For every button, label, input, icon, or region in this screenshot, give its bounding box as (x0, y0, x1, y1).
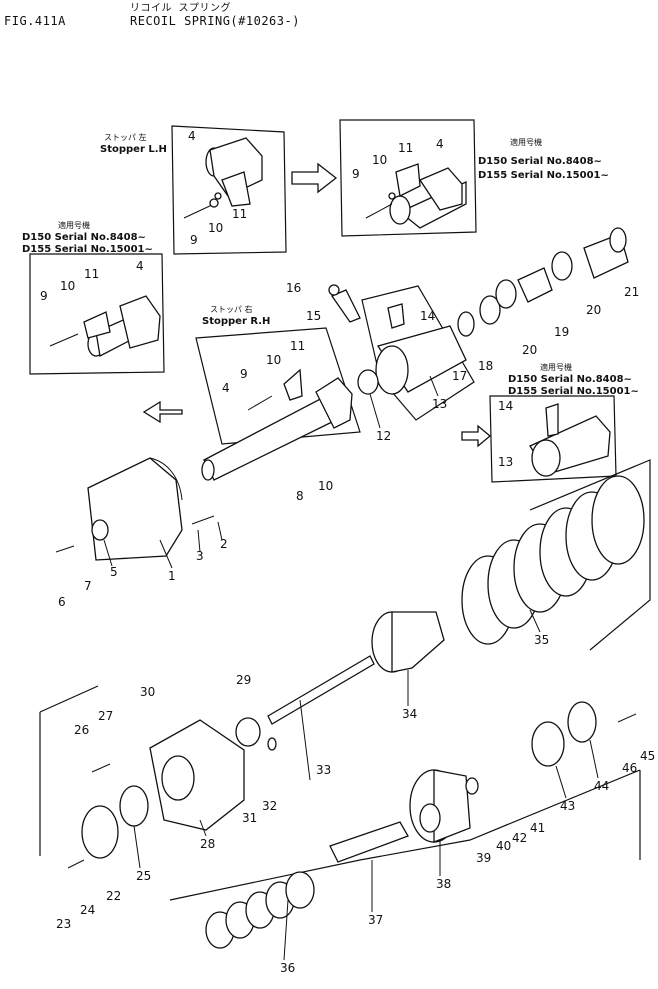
part-label-9d: 9 (240, 367, 248, 381)
part-label-25: 25 (136, 869, 151, 883)
part-label-40: 40 (496, 839, 511, 853)
piston-and-rod (235, 611, 445, 751)
inner-spring (205, 871, 315, 949)
part-label-14a: 14 (420, 309, 435, 323)
part-label-46: 46 (622, 761, 637, 775)
part-label-1: 1 (168, 569, 176, 583)
part-label-21: 21 (624, 285, 639, 299)
stopper-lh-label: Stopper L.H (100, 144, 167, 155)
part-label-32: 32 (262, 799, 277, 813)
part-label-4b: 4 (436, 137, 444, 151)
leader-lines (103, 375, 599, 961)
part-label-5: 5 (110, 565, 118, 579)
part-label-43: 43 (560, 799, 575, 813)
part-label-13b: 13 (498, 455, 513, 469)
figure-title: RECOIL SPRING(#10263-) (130, 14, 300, 28)
serial-d150-label-right: D150 Serial No.8408~ (508, 374, 632, 385)
part-label-37: 37 (368, 913, 383, 927)
part-label-13a: 13 (432, 397, 447, 411)
pipe-serial-inset: 適用号機 D150 Serial No.8408~ D155 Serial No… (489, 362, 639, 483)
part-label-10d: 10 (266, 353, 281, 367)
part-label-36: 36 (280, 961, 295, 975)
part-label-45: 45 (640, 749, 655, 763)
part-label-11c: 11 (84, 267, 99, 281)
part-label-18: 18 (478, 359, 493, 373)
part-label-41: 41 (530, 821, 545, 835)
part-label-4c: 4 (136, 259, 144, 273)
serial-jp-label-right: 適用号機 (540, 362, 572, 372)
part-label-34: 34 (402, 707, 417, 721)
part-label-11b: 11 (398, 141, 413, 155)
part-label-9c: 9 (40, 289, 48, 303)
part-label-8: 8 (296, 489, 304, 503)
recoil-spring-large (461, 459, 651, 651)
part-label-10b: 10 (372, 153, 387, 167)
part-label-4d: 4 (222, 381, 230, 395)
part-label-15: 15 (306, 309, 321, 323)
part-label-10c: 10 (60, 279, 75, 293)
title-kana: リコイル スプリング (130, 3, 232, 14)
housing-assembly (55, 457, 215, 561)
serial-d155-label-left: D155 Serial No.15001~ (22, 244, 153, 255)
part-label-30: 30 (140, 685, 155, 699)
serial-d155-label-top: D155 Serial No.15001~ (478, 170, 609, 181)
part-label-7: 7 (84, 579, 92, 593)
part-label-10e: 10 (318, 479, 333, 493)
stopper-serial-inset-left: 適用号機 D150 Serial No.8408~ D155 Serial No… (22, 220, 165, 375)
part-label-6: 6 (58, 595, 66, 609)
part-label-20a: 20 (522, 343, 537, 357)
serial-jp-label-top: 適用号機 (510, 137, 542, 147)
part-label-12: 12 (376, 429, 391, 443)
transition-arrow-left (142, 400, 183, 424)
part-label-23: 23 (56, 917, 71, 931)
part-label-11d: 11 (290, 339, 305, 353)
part-label-27: 27 (98, 709, 113, 723)
part-label-33: 33 (316, 763, 331, 777)
part-label-24: 24 (80, 903, 95, 917)
part-label-19: 19 (554, 325, 569, 339)
yoke-and-cap-assembly (169, 701, 641, 901)
seal-and-bushing-parts (457, 227, 629, 337)
part-label-28: 28 (200, 837, 215, 851)
stopper-rh-jp-label: ストッパ 右 (210, 304, 253, 314)
transition-arrow-small (461, 424, 492, 448)
part-label-35: 35 (534, 633, 549, 647)
figure-id: FIG.411A (4, 14, 66, 28)
serial-d155-label-right: D155 Serial No.15001~ (508, 386, 639, 397)
part-label-20b: 20 (586, 303, 601, 317)
transition-arrow-right (291, 162, 338, 194)
part-label-16: 16 (286, 281, 301, 295)
part-label-10a: 10 (208, 221, 223, 235)
part-label-31: 31 (242, 811, 257, 825)
stopper-lh-inset: ストッパ 左 Stopper L.H (100, 125, 287, 255)
part-label-11a: 11 (232, 207, 247, 221)
stopper-serial-inset-top: 適用号機 D150 Serial No.8408~ D155 Serial No… (339, 119, 609, 237)
part-label-38: 38 (436, 877, 451, 891)
part-label-22: 22 (106, 889, 121, 903)
part-label-29: 29 (236, 673, 251, 687)
part-label-2: 2 (220, 537, 228, 551)
part-label-44: 44 (594, 779, 609, 793)
cylinder-assembly (39, 685, 245, 869)
part-label-3: 3 (196, 549, 204, 563)
serial-d150-label-left: D150 Serial No.8408~ (22, 232, 146, 243)
part-label-39: 39 (476, 851, 491, 865)
part-label-9a: 9 (190, 233, 198, 247)
stopper-rh-label: Stopper R.H (202, 316, 270, 327)
part-label-14b: 14 (498, 399, 513, 413)
part-label-26: 26 (74, 723, 89, 737)
part-label-17: 17 (452, 369, 467, 383)
part-label-4a: 4 (188, 129, 196, 143)
serial-jp-label-left: 適用号機 (58, 220, 90, 230)
part-label-42: 42 (512, 831, 527, 845)
part-label-9b: 9 (352, 167, 360, 181)
stopper-rh-inset: ストッパ 右 Stopper R.H (195, 304, 361, 481)
stopper-lh-jp-label: ストッパ 左 (104, 132, 147, 142)
part-number-labels: 1 2 3 4 4 4 4 5 6 7 8 9 9 9 9 10 10 10 1… (40, 129, 655, 975)
serial-d150-label-top: D150 Serial No.8408~ (478, 156, 602, 167)
pipe-assembly-inset (328, 284, 475, 421)
